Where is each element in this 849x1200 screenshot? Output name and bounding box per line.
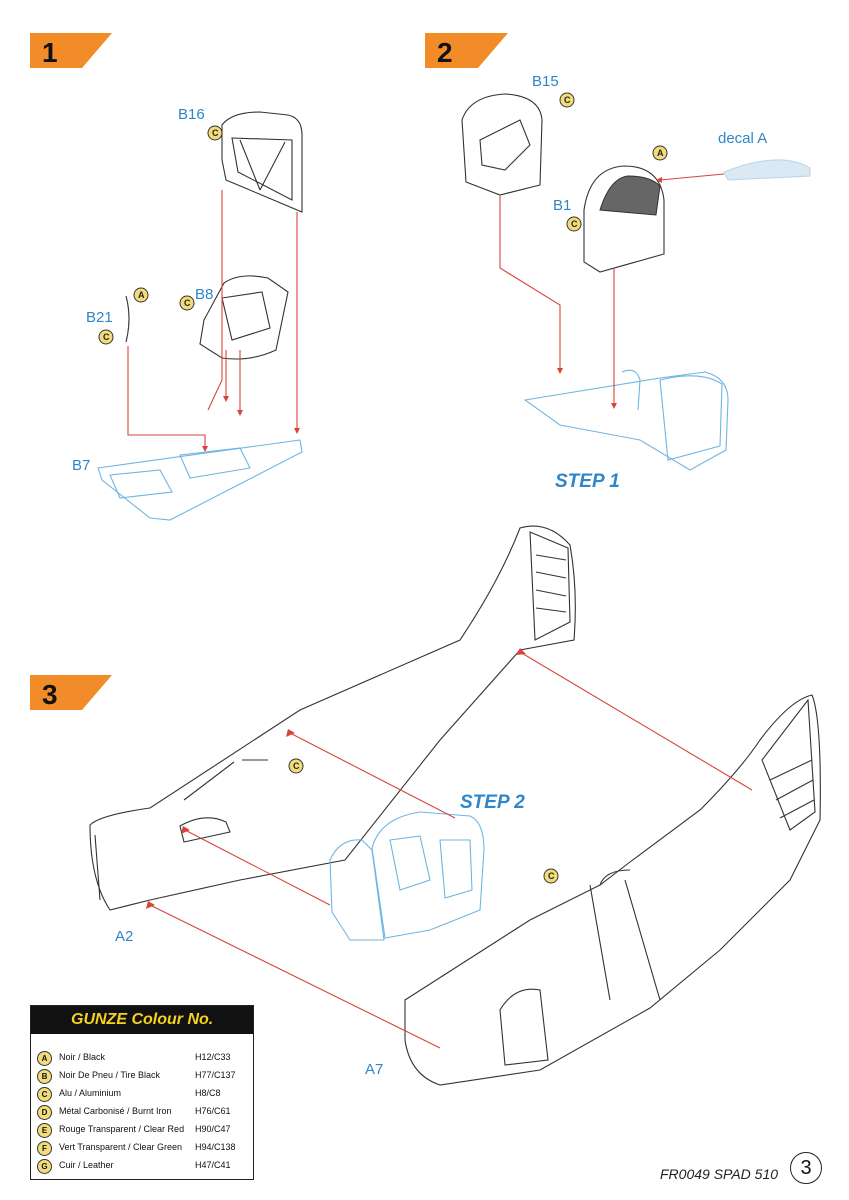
legend-colour-name: Vert Transparent / Clear Green [59,1142,183,1152]
label-a7: A7 [365,1061,383,1078]
svg-text:C: C [571,219,578,229]
svg-text:A: A [657,148,664,158]
label-step-2: STEP 2 [460,792,525,813]
label-b15: B15 [532,73,559,90]
label-b1: B1 [553,197,571,214]
legend-title: GUNZE Colour No. [31,1006,253,1034]
legend-colour-name: Métal Carbonisé / Burnt Iron [59,1106,172,1116]
label-a2: A2 [115,928,133,945]
legend-colour-ref: H8/C8 [195,1088,221,1098]
label-b16: B16 [178,106,205,123]
legend-row: G Cuir / Leather H47/C41 [37,1158,249,1176]
legend-colour-name: Noir De Pneu / Tire Black [59,1070,161,1080]
legend-colour-ref: H76/C61 [195,1106,231,1116]
legend-colour-ref: H77/C137 [195,1070,236,1080]
svg-text:C: C [564,95,571,105]
legend-badge: E [37,1123,52,1138]
legend-colour-name: Rouge Transparent / Clear Red [59,1124,185,1134]
paint-badge-a: A [133,287,149,303]
legend-row: D Métal Carbonisé / Burnt Iron H76/C61 [37,1104,249,1122]
label-b21: B21 [86,309,113,326]
label-b8: B8 [195,286,213,303]
part-a2-fuselage-left [89,525,576,911]
step-3-seat-ghost [329,811,485,941]
paint-badge-c: C [566,216,582,232]
legend-colour-ref: H94/C138 [195,1142,236,1152]
legend-badge: D [37,1105,52,1120]
paint-badge-c: C [179,295,195,311]
step-number-3: 3 [42,679,58,710]
step-2-banner: 2 [425,33,508,68]
legend-badge: G [37,1159,52,1174]
kit-code: FR0049 SPAD 510 [660,1166,779,1182]
step-2-arrows [499,173,725,409]
step-3-banner: 3 [30,675,112,710]
paint-badge-a: A [652,145,668,161]
part-b7-floor-ghost [97,439,303,521]
part-b21-rod [125,295,130,343]
decal-a-graphic [723,159,811,181]
svg-text:C: C [103,332,110,342]
colour-legend: GUNZE Colour No. A Noir / Black H12/C33 … [30,1005,254,1180]
svg-text:A: A [138,290,145,300]
part-b8-seat [199,275,289,360]
legend-colour-ref: H12/C33 [195,1052,231,1062]
legend-row: B Noir De Pneu / Tire Black H77/C137 [37,1068,249,1086]
page-number: 3 [790,1152,822,1184]
legend-row: E Rouge Transparent / Clear Red H90/C47 [37,1122,249,1140]
svg-text:C: C [212,128,219,138]
legend-colour-name: Alu / Aluminium [59,1088,122,1098]
legend-row: A Noir / Black H12/C33 [37,1050,249,1068]
part-b1-bulkhead [583,165,665,273]
step-1-banner: 1 [30,33,112,68]
legend-row: C Alu / Aluminium H8/C8 [37,1086,249,1104]
svg-text:C: C [548,871,555,881]
part-b16-frame [221,111,303,213]
legend-badge: A [37,1051,52,1066]
step-1-arrows [127,190,300,452]
part-a7-fuselage-right [404,694,821,1086]
step-3-arrows [146,648,753,1049]
legend-colour-ref: H90/C47 [195,1124,231,1134]
label-step-1: STEP 1 [555,471,620,492]
legend-badge: C [37,1087,52,1102]
svg-text:C: C [293,761,300,771]
paint-badge-c: C [543,868,559,884]
legend-row: F Vert Transparent / Clear Green H94/C13… [37,1140,249,1158]
step-number-1: 1 [42,37,58,68]
paint-badge-c: C [288,758,304,774]
svg-text:C: C [184,298,191,308]
step-2-cockpit-ghost [523,369,729,471]
part-b15-bulkhead [461,93,543,196]
legend-colour-ref: H47/C41 [195,1160,231,1170]
legend-colour-name: Cuir / Leather [59,1160,114,1170]
label-decal-a: decal A [718,130,767,147]
label-b7: B7 [72,457,90,474]
step-number-2: 2 [437,37,453,68]
paint-badge-c: C [207,125,223,141]
paint-badge-c: C [98,329,114,345]
paint-badge-c: C [559,92,575,108]
legend-badge: F [37,1141,52,1156]
legend-colour-name: Noir / Black [59,1052,106,1062]
legend-badge: B [37,1069,52,1084]
